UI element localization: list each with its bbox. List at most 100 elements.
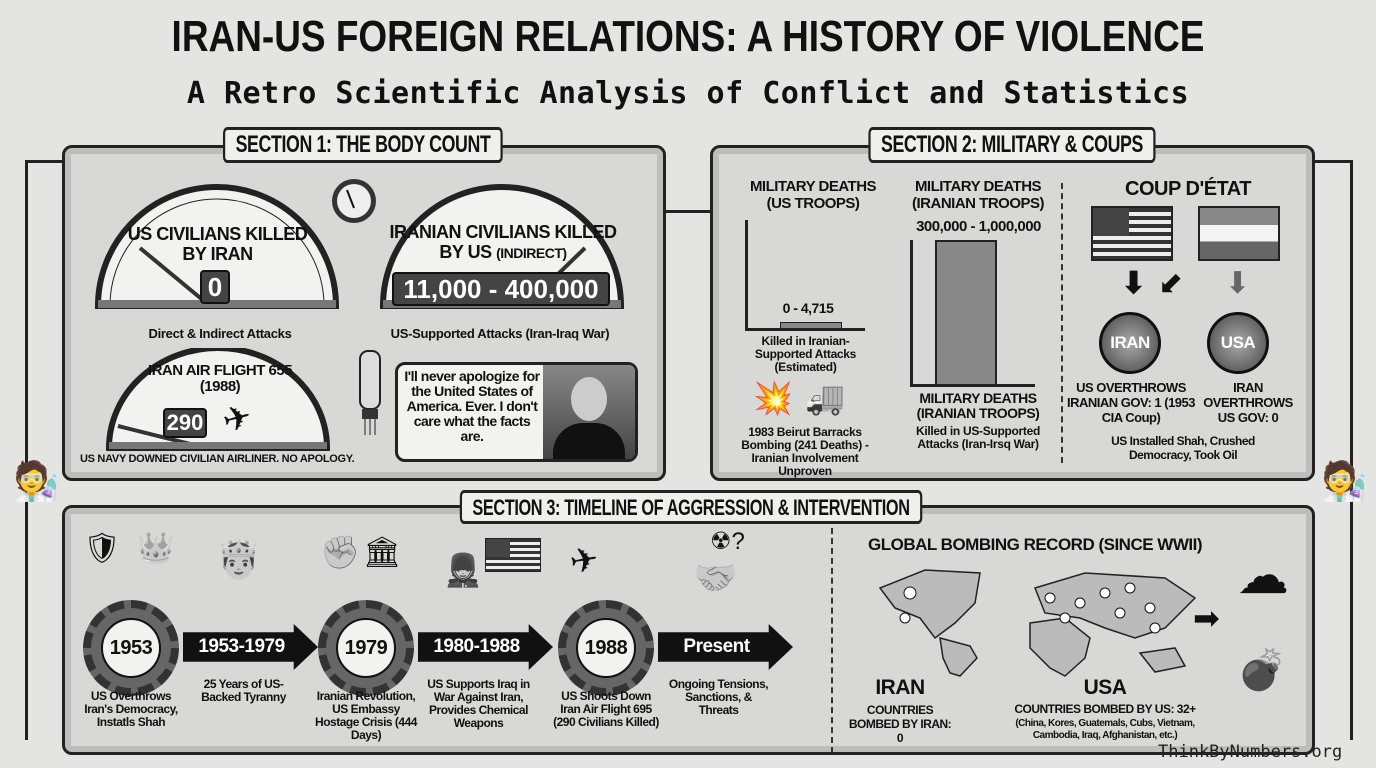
- gauge-readout: 290: [163, 408, 207, 438]
- circuit-wire: [1350, 160, 1353, 740]
- circuit-wire: [1312, 160, 1352, 163]
- axis-y: [745, 220, 748, 330]
- timeline-caption: 25 Years of US-Backed Tyranny: [201, 677, 286, 704]
- divider: [1061, 183, 1063, 463]
- gear-year: 1953: [101, 618, 161, 678]
- usa-bombing-text: COUNTRIES BOMBED BY US: 32+: [1014, 702, 1196, 716]
- bar-caption: Killed in Iranian-Supported Attacks (Est…: [754, 334, 857, 374]
- gauge-readout: 11,000 - 400,000: [392, 272, 610, 306]
- bar-iranian-troops: [935, 240, 997, 386]
- circuit-wire: [664, 210, 712, 213]
- gauge-caption: Direct & Indirect Attacks: [148, 326, 292, 341]
- page-title: IRAN-US FOREIGN RELATIONS: A HISTORY OF …: [171, 12, 1205, 61]
- timeline-arrow: 1980-1988: [418, 624, 553, 670]
- north-america: [878, 569, 981, 640]
- circuit-wire: [25, 160, 65, 163]
- vacuum-tube-icon: [359, 350, 381, 435]
- section-1-header: SECTION 1: THE BODY COUNT: [222, 127, 504, 163]
- globe-iran: IRAN: [1099, 312, 1161, 374]
- gauge-caption: US NAVY DOWNED CIVILIAN AIRLINER. NO APO…: [80, 453, 355, 465]
- africa: [1029, 617, 1091, 677]
- arrow-label: 1953-1979: [198, 636, 285, 657]
- timeline: 1953 US Overthrows Iran's Democracy, Inst…: [83, 600, 813, 755]
- us-overthrows-text: US OVERTHROWS IRANIAN GOV: 1 (1953 CIA C…: [1067, 380, 1196, 425]
- radiation-question-icon: ☢?: [710, 528, 745, 555]
- timeline-caption: US Shoots Down Iran Air Flight 695 (290 …: [553, 689, 659, 729]
- bar-caption: Killed in US-Supported Attacks (Iran-Irs…: [915, 424, 1041, 451]
- coup-note: US Installed Shah, Crushed Democracy, To…: [1111, 434, 1255, 462]
- beirut-event-caption: 1983 Beirut Barracks Bombing (241 Deaths…: [741, 425, 869, 478]
- gauge-label: IRAN AIR FLIGHT 655(1988): [120, 363, 320, 395]
- iranian-troops-title: MILITARY DEATHS(IRANIAN TROOPS): [903, 178, 1053, 212]
- iran-label: IRAN: [875, 676, 925, 699]
- portrait-photo: [543, 365, 635, 459]
- divider: [831, 528, 833, 753]
- scientist-icon: 🧑‍🔬: [1320, 461, 1368, 503]
- small-meter-icon: [332, 179, 376, 223]
- us-troops-title: MILITARY DEATHS(US TROOPS): [738, 178, 888, 212]
- section-military-coups: MILITARY DEATHS(US TROOPS) 0 - 4,715 Kil…: [710, 145, 1315, 481]
- gauge-needle: [138, 246, 212, 308]
- section-body-count: US CIVILIANS KILLED BY IRAN 0 Direct & I…: [62, 145, 666, 481]
- quote-text: I'll never apologize for the United Stat…: [404, 368, 540, 444]
- gauge-label: IRANIAN CIVILIANS KILLED BY US (INDIRECT…: [383, 222, 623, 263]
- iran-overthrows-text: IRAN OVERTHROWS US GOV: 0: [1203, 380, 1293, 425]
- timeline-gear: 1979: [318, 600, 414, 696]
- gauge-label-text: IRAN AIR FLIGHT 655: [147, 362, 293, 379]
- arrow-diagonal-icon: ⬋: [1158, 267, 1184, 300]
- gauge-label-text: IRANIAN CIVILIANS KILLED BY US: [389, 222, 617, 262]
- airplane-missile-icon: ✈: [566, 539, 602, 583]
- arrow-label: 1980-1988: [433, 636, 520, 657]
- us-flag-icon: [1091, 206, 1173, 261]
- gear-year: 1988: [576, 618, 636, 678]
- gauge-year: (1988): [199, 378, 241, 395]
- gear-year: 1979: [336, 618, 396, 678]
- explosion-markers: [899, 582, 1161, 634]
- timeline-gear: 1953: [83, 600, 179, 696]
- gauge-us-civilians: [94, 184, 340, 309]
- handshake-icon: 🤝: [693, 557, 738, 598]
- timeline-gear: 1988: [558, 600, 654, 696]
- scientist-icon: 🧑‍🔬: [12, 461, 60, 503]
- cia-seal-icon: 🛡: [83, 532, 122, 565]
- iran-flag-icon: [1198, 206, 1280, 261]
- explosion-icon: 💥: [753, 380, 793, 416]
- gauge-label-suffix: (INDIRECT): [496, 245, 567, 261]
- caption-subtitle: (IRANIAN TROOPS): [916, 405, 1040, 421]
- iran-bombing-text: COUNTRIES BOMBED BY IRAN: 0: [848, 703, 952, 745]
- bar-value: 300,000 - 1,000,000: [916, 218, 1041, 235]
- usa-bombing-list: (China, Kores, Guatemals, Cubs, Vietnam,…: [1015, 718, 1195, 741]
- section-2-header: SECTION 2: MILITARY & COUPS: [868, 127, 1156, 163]
- axis-y: [910, 240, 913, 386]
- timeline-caption: US Supports Iraq in War Against Iran, Pr…: [427, 677, 530, 730]
- crown-icon: 👑: [137, 532, 175, 565]
- us-flag-icon: [485, 538, 541, 572]
- australia: [1138, 647, 1187, 673]
- chart-title: MILITARY DEATHS: [914, 178, 1042, 195]
- axis-x: [745, 328, 865, 331]
- timeline-caption: US Overthrows Iran's Democracy, Instatls…: [84, 689, 178, 729]
- embassy-building-icon: 🏛: [363, 536, 402, 569]
- arrow-label: Present: [683, 636, 750, 657]
- gauge-readout: 0: [200, 270, 230, 304]
- section-3-header: SECTION 3: TIMELINE OF AGGRESSION & INTE…: [459, 490, 923, 524]
- circuit-wire: [25, 160, 28, 740]
- shah-portrait-icon: 🤴: [215, 539, 263, 581]
- coup-title: COUP D'ÉTAT: [1125, 178, 1251, 200]
- timeline-caption: Ongoing Tensions, Sanctions, & Threats: [668, 677, 769, 717]
- usa-label: USA: [1083, 676, 1127, 699]
- raised-fist-icon: ✊: [320, 534, 360, 570]
- bombing-title: GLOBAL BOMBING RECORD (SINCE WWII): [868, 535, 1203, 554]
- page-subtitle: A Retro Scientific Analysis of Conflict …: [186, 76, 1190, 111]
- chart-title: MILITARY DEATHS: [749, 178, 877, 195]
- arrow-right-icon: ➡: [1193, 600, 1220, 636]
- globe-usa: USA: [1207, 312, 1269, 374]
- bar-caption-title: MILITARY DEATHS(IRANIAN TROOPS): [903, 391, 1053, 421]
- caption-title: MILITARY DEATHS: [919, 390, 1037, 406]
- truck-icon: 🚚: [805, 380, 845, 416]
- bar-us-troops: [780, 322, 842, 329]
- timeline-caption: Iranian Revolution, US Embassy Hostage C…: [315, 689, 417, 742]
- timeline-arrow: Present: [658, 624, 793, 670]
- mushroom-cloud-icon: ☁: [1237, 547, 1289, 605]
